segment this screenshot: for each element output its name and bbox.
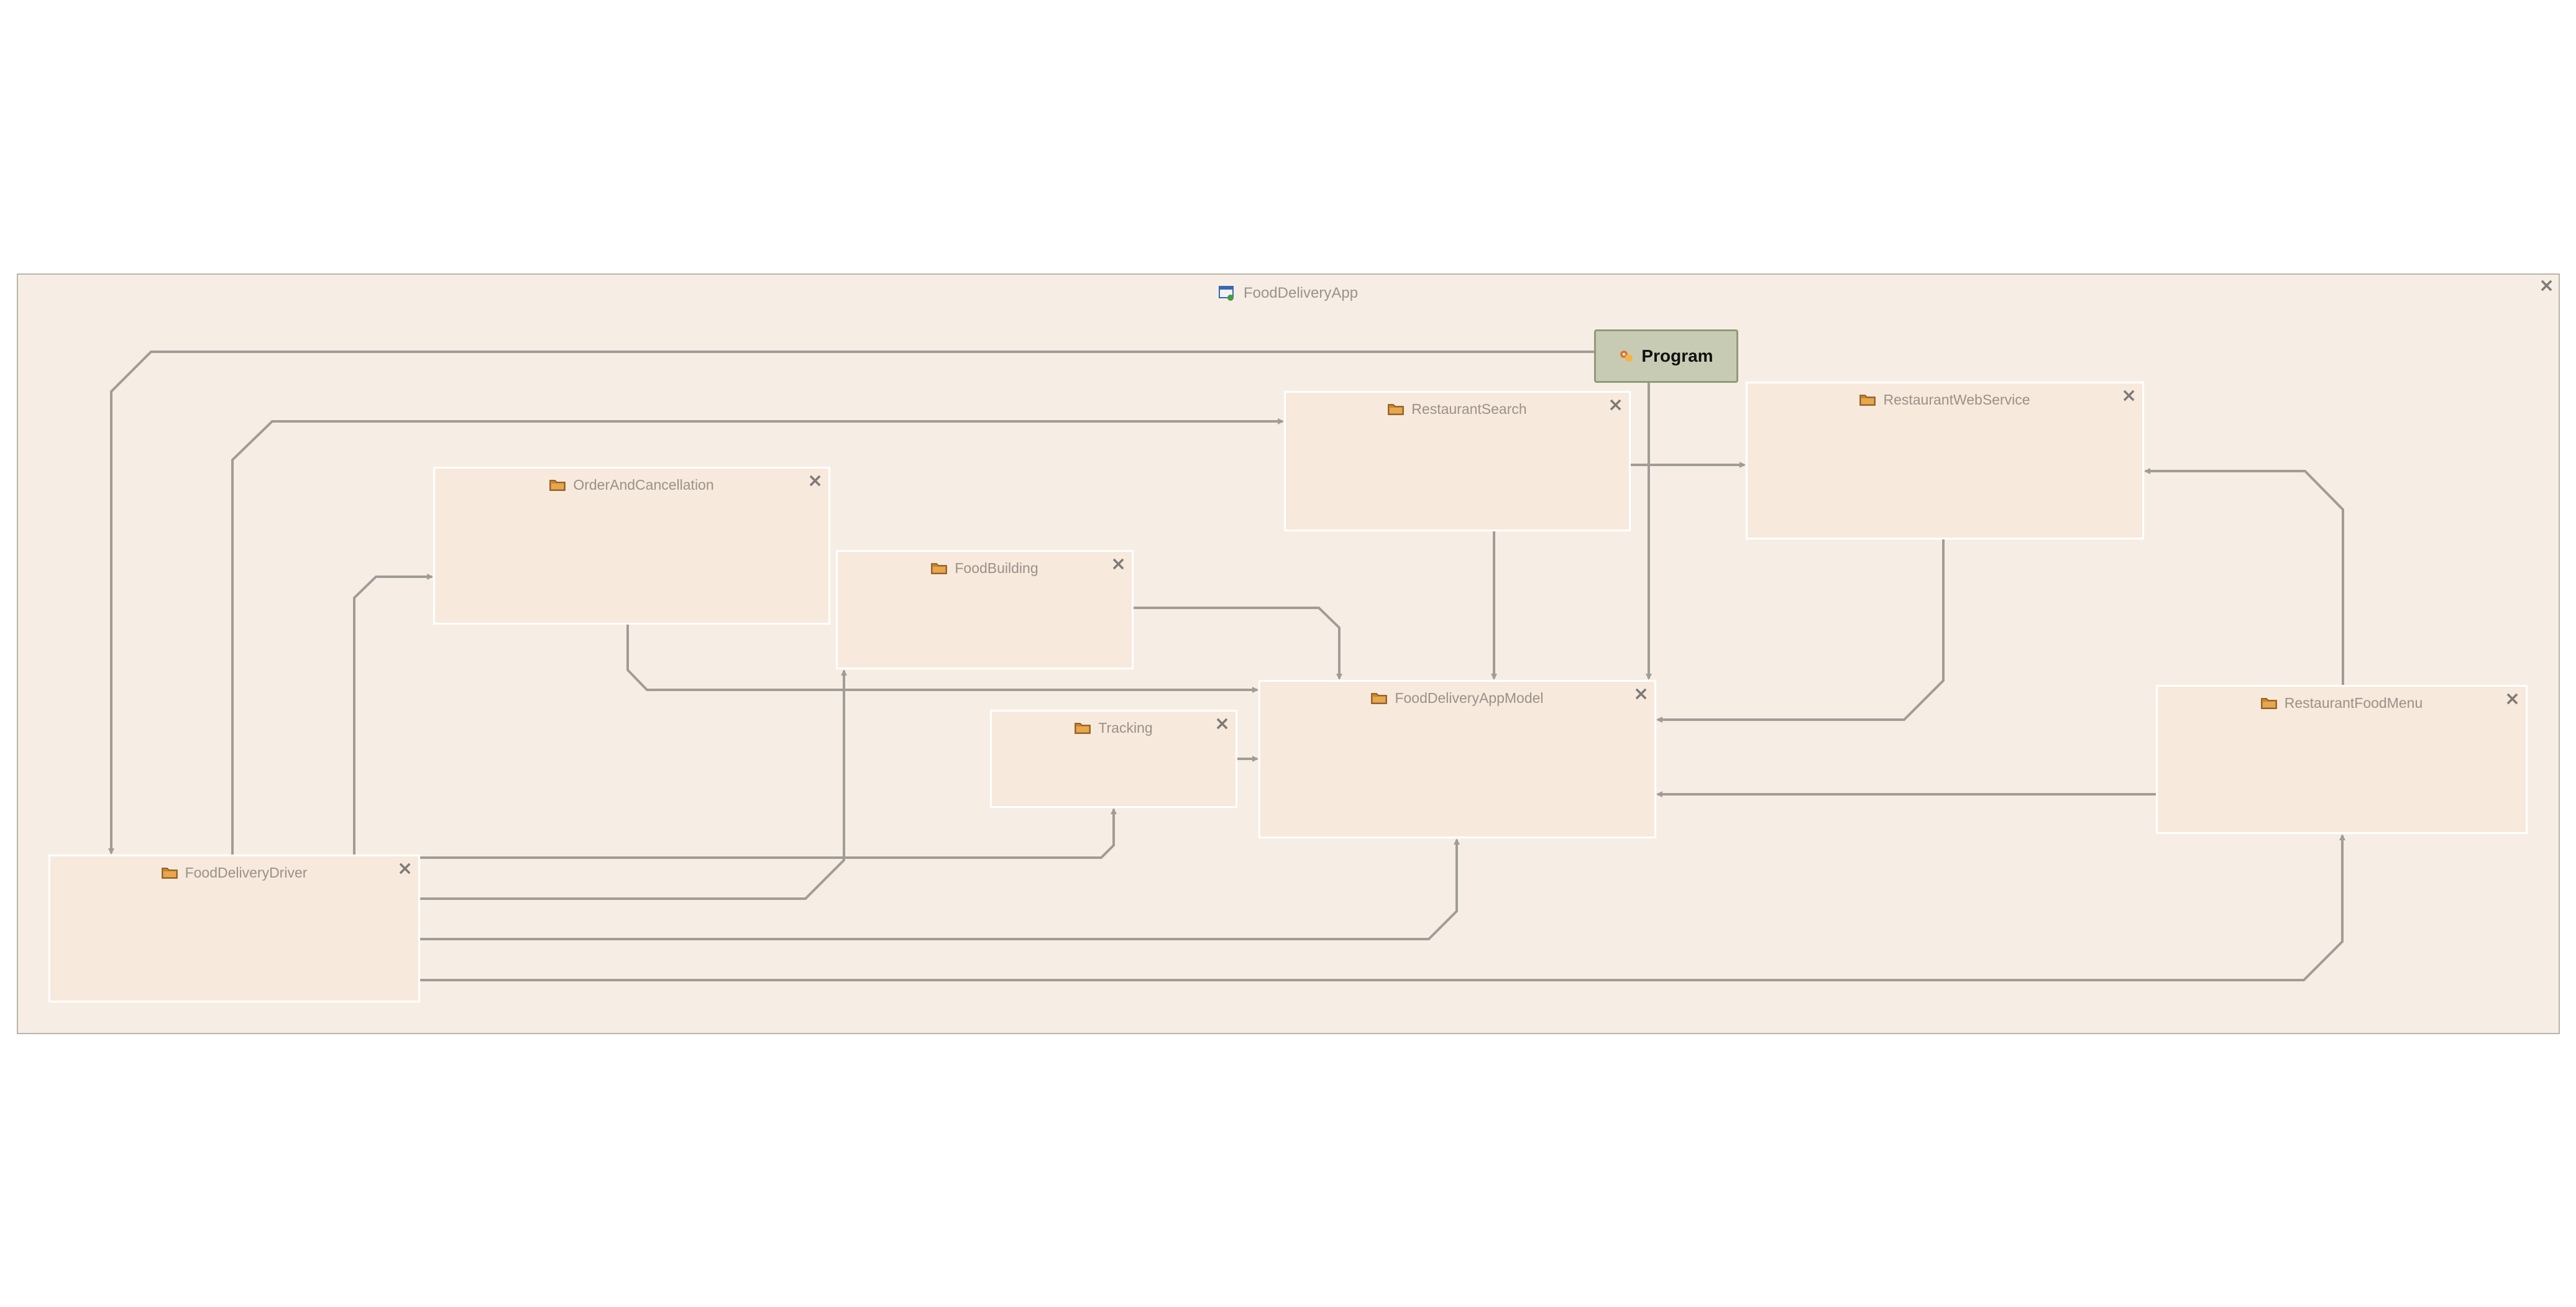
node-tracking[interactable]: Tracking × <box>990 710 1237 808</box>
node-restaurant-food-menu[interactable]: RestaurantFoodMenu × <box>2156 685 2528 834</box>
node-label: RestaurantWebService <box>1883 391 2030 408</box>
folder-icon <box>549 480 566 491</box>
container-title-label: FoodDeliveryApp <box>1243 285 1359 301</box>
folder-icon <box>1075 723 1091 734</box>
close-icon[interactable]: × <box>807 470 823 492</box>
node-header: FoodDeliveryDriver <box>50 861 418 884</box>
node-label: RestaurantSearch <box>1411 400 1527 417</box>
folder-icon <box>2261 698 2277 709</box>
node-restaurant-search[interactable]: RestaurantSearch × <box>1284 391 1631 531</box>
close-icon[interactable]: × <box>1633 683 1649 705</box>
folder-icon <box>1371 693 1388 704</box>
node-label: OrderAndCancellation <box>573 476 714 493</box>
program-icon <box>1620 351 1633 362</box>
close-icon[interactable]: × <box>1111 553 1127 575</box>
folder-icon <box>931 563 948 574</box>
node-header: FoodDeliveryAppModel <box>1260 687 1654 709</box>
folder-icon <box>161 868 178 879</box>
node-label: RestaurantFoodMenu <box>2284 694 2423 711</box>
project-icon <box>1218 286 1234 301</box>
close-icon[interactable]: × <box>2505 688 2521 710</box>
close-icon[interactable]: × <box>2539 275 2555 296</box>
node-header: Tracking <box>992 717 1235 739</box>
node-header: FoodBuilding <box>838 557 1132 579</box>
node-header: RestaurantSearch <box>1286 398 1629 420</box>
node-label: FoodDeliveryAppModel <box>1395 689 1544 706</box>
node-header: OrderAndCancellation <box>435 474 828 496</box>
close-icon[interactable]: × <box>1214 713 1231 735</box>
node-program[interactable]: Program <box>1594 329 1738 383</box>
node-label: Tracking <box>1098 719 1153 736</box>
node-label: FoodDeliveryDriver <box>185 864 308 881</box>
close-icon[interactable]: × <box>1608 394 1624 416</box>
node-header: RestaurantWebService <box>1748 388 2142 411</box>
program-label: Program <box>1641 346 1713 365</box>
node-header: RestaurantFoodMenu <box>2158 692 2526 714</box>
close-icon[interactable]: × <box>2121 385 2137 406</box>
close-icon[interactable]: × <box>397 858 413 879</box>
folder-icon <box>1388 404 1405 415</box>
node-food-delivery-app-model[interactable]: FoodDeliveryAppModel × <box>1258 680 1656 838</box>
node-restaurant-web-service[interactable]: RestaurantWebService × <box>1746 382 2144 539</box>
node-food-building[interactable]: FoodBuilding × <box>836 550 1134 669</box>
container-title: FoodDeliveryApp <box>18 281 2559 306</box>
node-label: FoodBuilding <box>955 559 1038 576</box>
node-food-delivery-driver[interactable]: FoodDeliveryDriver × <box>48 855 420 1002</box>
folder-icon <box>1859 395 1876 406</box>
node-order-and-cancellation[interactable]: OrderAndCancellation × <box>433 467 830 625</box>
